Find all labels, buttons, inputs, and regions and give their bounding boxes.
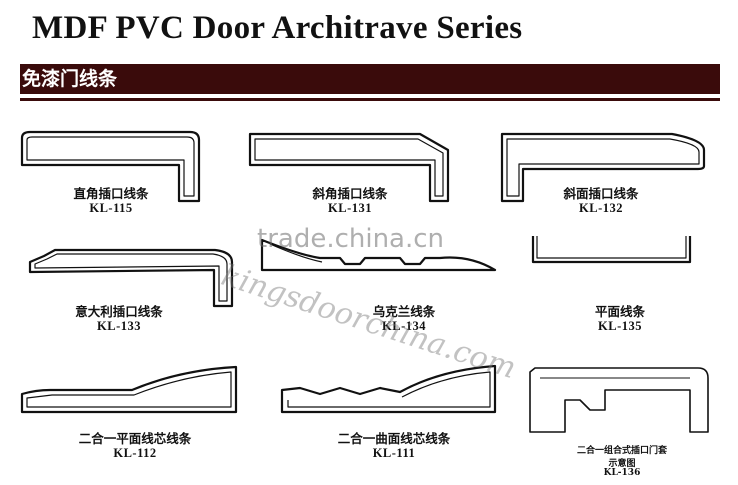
profile-kl-136 xyxy=(529,367,709,433)
profile-kl-132 xyxy=(500,132,706,203)
profile-kl-115 xyxy=(20,130,201,203)
caption-code-8: KL-111 xyxy=(372,446,416,460)
caption-code-7: KL-112 xyxy=(113,446,157,460)
profile-kl-134 xyxy=(260,238,497,272)
section-title: 免漆门线条 xyxy=(22,68,118,90)
profile-kl-135 xyxy=(531,236,692,264)
caption-code-6: KL-135 xyxy=(598,319,642,333)
profile-kl-111 xyxy=(280,364,497,414)
page-title: MDF PVC Door Architrave Series xyxy=(32,10,523,46)
caption-name-5: 乌克兰线条 xyxy=(372,304,436,319)
caption-name-6: 平面线条 xyxy=(594,304,646,319)
caption-code-9: KL-136 xyxy=(603,468,641,478)
section-band xyxy=(20,64,720,94)
caption-code-1: KL-115 xyxy=(89,201,133,215)
profile-kl-112 xyxy=(20,365,238,414)
caption-code-3: KL-132 xyxy=(579,201,623,215)
caption-code-4: KL-133 xyxy=(97,319,141,333)
caption-name-8: 二合一曲面线芯线条 xyxy=(337,431,451,446)
caption-name-1: 直角插口线条 xyxy=(73,186,149,201)
profile-kl-133 xyxy=(28,248,234,308)
caption-name-2: 斜角插口线条 xyxy=(312,186,388,201)
caption-name-7: 二合一平面线芯线条 xyxy=(78,431,192,446)
caption-name-3: 斜面插口线条 xyxy=(563,186,639,201)
section-rule xyxy=(20,98,720,101)
caption-code-5: KL-134 xyxy=(382,319,426,333)
caption-name-4: 意大利插口线条 xyxy=(75,304,163,319)
caption-name-9: 二合一组合式插口门套 xyxy=(576,446,668,456)
profile-kl-131 xyxy=(248,132,450,203)
caption-code-2: KL-131 xyxy=(328,201,372,215)
caption-note-9: 示意图 xyxy=(608,459,636,469)
